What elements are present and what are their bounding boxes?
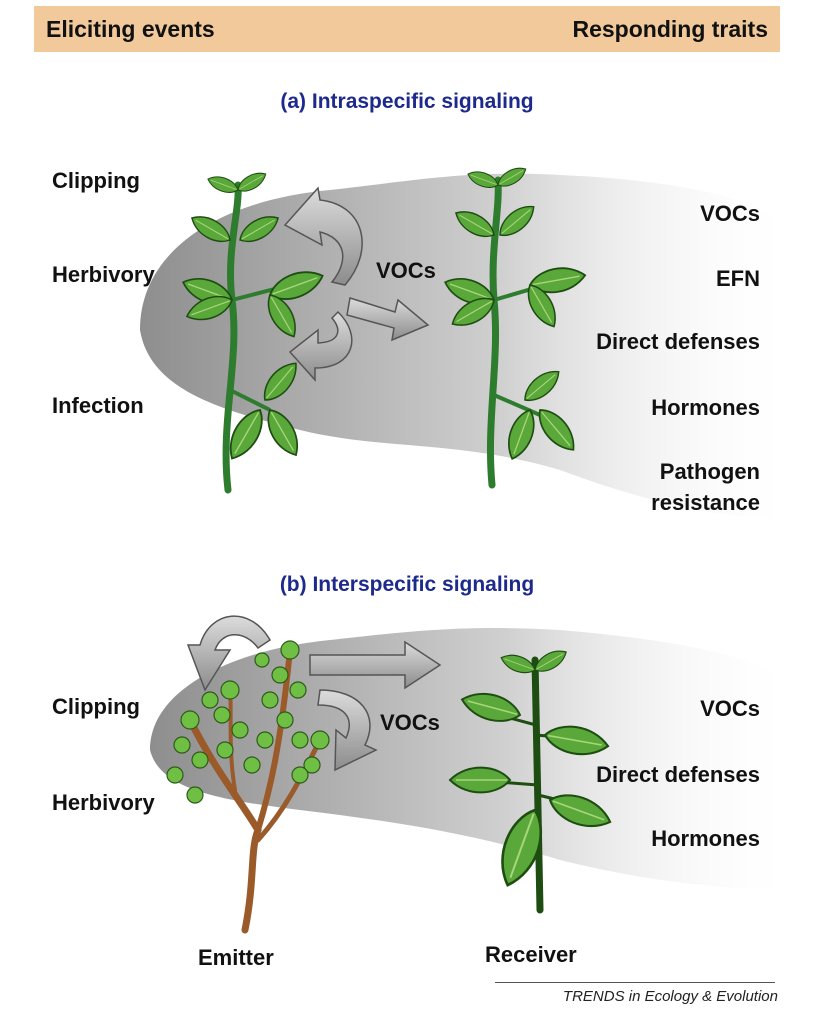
journal-credit: TRENDS in Ecology & Evolution [562,988,778,1005]
signal-vocs-b: VOCs [380,710,440,735]
event-herbivory-a: Herbivory [52,262,155,287]
voc-cloud-a [140,173,800,520]
emitter-label: Emitter [198,945,274,970]
trait-hormones-a: Hormones [651,395,760,420]
curved-arrow-b-bottom [317,689,378,772]
trait-efn-a: EFN [716,266,760,291]
trait-direct-defenses-a: Direct defenses [596,329,760,354]
plant-right-a [440,162,589,489]
curved-arrow-a-bottom [288,310,353,382]
plant-left-a [178,167,328,494]
trait-vocs-a: VOCs [700,201,760,226]
trait-resistance-a: resistance [651,490,760,515]
panel-a-title: (a) Intraspecific signaling [280,90,534,113]
straight-arrow-b [309,640,442,690]
event-clipping-b: Clipping [52,694,140,719]
header-left: Eliciting events [46,16,215,42]
curved-arrow-b-top [186,615,271,692]
event-infection-a: Infection [52,393,144,418]
emitter-shrub [166,640,330,934]
panel-b-title: (b) Interspecific signaling [279,573,535,596]
trait-pathogen-a: Pathogen [659,459,760,484]
trait-vocs-b: VOCs [700,696,760,721]
trait-hormones-b: Hormones [651,826,760,851]
curved-arrow-a-top [283,186,363,286]
signal-vocs-a: VOCs [376,258,436,283]
trait-direct-defenses-b: Direct defenses [596,762,760,787]
receiver-label: Receiver [485,942,577,967]
header-right: Responding traits [572,16,768,42]
header-bar: Eliciting events Responding traits [34,6,780,52]
event-clipping-a: Clipping [52,168,140,193]
receiver-plant [449,644,616,914]
voc-cloud-b [150,628,800,890]
credit-rule [495,982,775,983]
event-herbivory-b: Herbivory [52,790,155,815]
straight-arrow-a [346,297,430,342]
